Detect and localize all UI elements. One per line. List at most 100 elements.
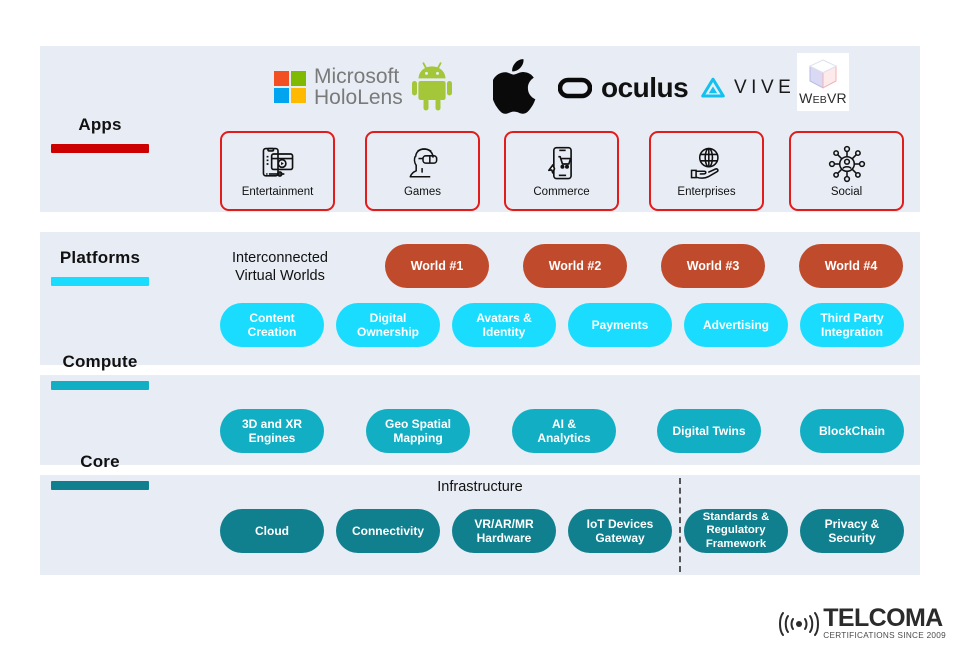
- pill-vrarmr-l2: Hardware: [476, 531, 532, 545]
- telcoma-logo: TELCOMA CERTIFICATIONS SINCE 2009: [779, 604, 946, 640]
- vr-headset-person-icon: [409, 148, 437, 178]
- pill-content-creation-l1: Content: [249, 310, 295, 325]
- globe-on-hand-icon: [690, 147, 719, 179]
- row-label-platforms-text: Platforms: [59, 248, 141, 267]
- apple-icon: [493, 59, 536, 114]
- pill-content-creation-l2: Creation: [247, 325, 297, 339]
- pill-world-3-label: World #3: [686, 258, 740, 273]
- webvr-vr: VR: [826, 90, 847, 106]
- infrastructure-title-text: Infrastructure: [437, 479, 523, 495]
- pill-standards-l2: Regulatory: [706, 524, 766, 537]
- infrastructure-title: Infrastructure: [410, 478, 550, 496]
- pill-geo-l2: Mapping: [393, 431, 443, 445]
- pill-connectivity[interactable]: Connectivity: [336, 509, 440, 553]
- pill-avatars-identity[interactable]: Avatars & Identity: [452, 303, 556, 347]
- pill-avatars-identity-l2: Identity: [482, 325, 526, 339]
- pill-geo-spatial-mapping[interactable]: Geo Spatial Mapping: [366, 409, 470, 453]
- pill-iot-devices-gateway[interactable]: IoT Devices Gateway: [568, 509, 672, 553]
- pill-digital-twins-label: Digital Twins: [672, 423, 746, 438]
- pill-world-3[interactable]: World #3: [661, 244, 765, 288]
- pill-3d-xr-l1: 3D and XR: [241, 416, 302, 431]
- oculus-wordmark: oculus: [601, 72, 689, 103]
- row-label-compute-text: Compute: [62, 352, 138, 371]
- pill-third-party-l2: Integration: [820, 325, 883, 339]
- pill-ai-analytics[interactable]: AI & Analytics: [512, 409, 616, 453]
- pill-standards-l1: Standards &: [702, 511, 770, 523]
- pill-advertising-label: Advertising: [702, 317, 769, 332]
- ivw-line2: Virtual Worlds: [235, 268, 325, 285]
- pill-iot-l2: Gateway: [595, 531, 645, 545]
- webvr-logo: WEBVR: [797, 53, 849, 111]
- pill-world-4-label: World #4: [824, 258, 878, 273]
- app-card-enterprises[interactable]: Enterprises: [649, 131, 764, 211]
- pill-vr-ar-mr-hardware[interactable]: VR/AR/MR Hardware: [452, 509, 556, 553]
- pill-payments-label: Payments: [591, 317, 649, 332]
- android-logo: [412, 60, 462, 112]
- pill-content-creation[interactable]: Content Creation: [220, 303, 324, 347]
- core-section-divider: [679, 478, 681, 572]
- microsoft-line1: Microsoft: [314, 65, 400, 88]
- pill-iot-l1: IoT Devices: [586, 516, 654, 531]
- pill-vrarmr-l1: VR/AR/MR: [474, 516, 534, 531]
- pill-cloud-label: Cloud: [255, 523, 289, 538]
- row-label-apps: Apps: [0, 115, 200, 153]
- app-card-commerce-label: Commerce: [533, 186, 590, 198]
- pill-digital-ownership[interactable]: Digital Ownership: [336, 303, 440, 347]
- signal-waves-icon: [779, 611, 820, 636]
- webvr-w: W: [799, 90, 813, 106]
- app-card-enterprises-label: Enterprises: [677, 186, 736, 198]
- pill-geo-l1: Geo Spatial: [384, 416, 452, 431]
- pill-privacy-security[interactable]: Privacy & Security: [800, 509, 904, 553]
- microsoft-line2: HoloLens: [314, 86, 403, 110]
- app-card-social-label: Social: [830, 186, 863, 198]
- pill-privacy-l2: Security: [828, 531, 876, 545]
- row-accent-bar-compute: [51, 381, 149, 390]
- pill-world-2-label: World #2: [548, 258, 602, 273]
- vive-wordmark: VIVE: [734, 77, 796, 98]
- pill-cloud[interactable]: Cloud: [220, 509, 324, 553]
- telcoma-tagline: CERTIFICATIONS SINCE 2009: [823, 631, 946, 640]
- pill-third-party-l1: Third Party: [820, 310, 884, 325]
- pill-blockchain-label: BlockChain: [818, 423, 885, 438]
- oculus-mark-icon: [558, 77, 592, 99]
- pill-ai-l2: Analytics: [537, 431, 591, 445]
- pill-advertising[interactable]: Advertising: [684, 303, 788, 347]
- pill-digital-twins[interactable]: Digital Twins: [657, 409, 761, 453]
- row-label-core-text: Core: [80, 452, 120, 471]
- ivw-line1: Interconnected: [232, 250, 328, 266]
- pill-payments[interactable]: Payments: [568, 303, 672, 347]
- row-accent-bar-platforms: [51, 277, 149, 286]
- telcoma-name: TELCOMA: [823, 604, 943, 633]
- pill-connectivity-label: Connectivity: [351, 523, 424, 538]
- pill-digital-ownership-l2: Ownership: [356, 325, 419, 339]
- pill-standards-l3: Framework: [705, 537, 767, 550]
- microsoft-hololens-logo: Microsoft HoloLens: [274, 66, 403, 109]
- row-label-core: Core: [0, 452, 200, 490]
- app-card-social[interactable]: Social: [789, 131, 904, 211]
- app-card-commerce[interactable]: Commerce: [504, 131, 619, 211]
- pill-world-2[interactable]: World #2: [523, 244, 627, 288]
- app-card-entertainment[interactable]: Entertainment: [220, 131, 335, 211]
- band-compute: [40, 375, 920, 465]
- pill-3d-xr-engines[interactable]: 3D and XR Engines: [220, 409, 324, 453]
- pill-3d-xr-l2: Engines: [248, 431, 296, 445]
- pill-world-4[interactable]: World #4: [799, 244, 903, 288]
- row-label-compute: Compute: [0, 352, 200, 390]
- webvr-cube-icon: [808, 59, 838, 89]
- webvr-box: WEBVR: [797, 53, 849, 111]
- pill-privacy-l1: Privacy &: [824, 516, 880, 531]
- android-robot-icon: [412, 62, 452, 111]
- row-accent-bar-apps: [51, 144, 149, 153]
- row-label-platforms: Platforms: [0, 248, 200, 286]
- band-apps: [40, 46, 920, 212]
- pill-blockchain[interactable]: BlockChain: [800, 409, 904, 453]
- pill-ai-l1: AI &: [551, 416, 576, 431]
- row-label-apps-text: Apps: [78, 115, 122, 134]
- pill-standards-regulatory-framework[interactable]: Standards & Regulatory Framework: [684, 509, 788, 553]
- apple-logo: [493, 58, 539, 114]
- interconnected-virtual-worlds-title: Interconnected Virtual Worlds: [215, 249, 345, 285]
- mobile-shopping-cart-icon: [547, 146, 572, 180]
- app-card-games[interactable]: Games: [365, 131, 480, 211]
- pill-third-party-integration[interactable]: Third Party Integration: [800, 303, 904, 347]
- pill-world-1[interactable]: World #1: [385, 244, 489, 288]
